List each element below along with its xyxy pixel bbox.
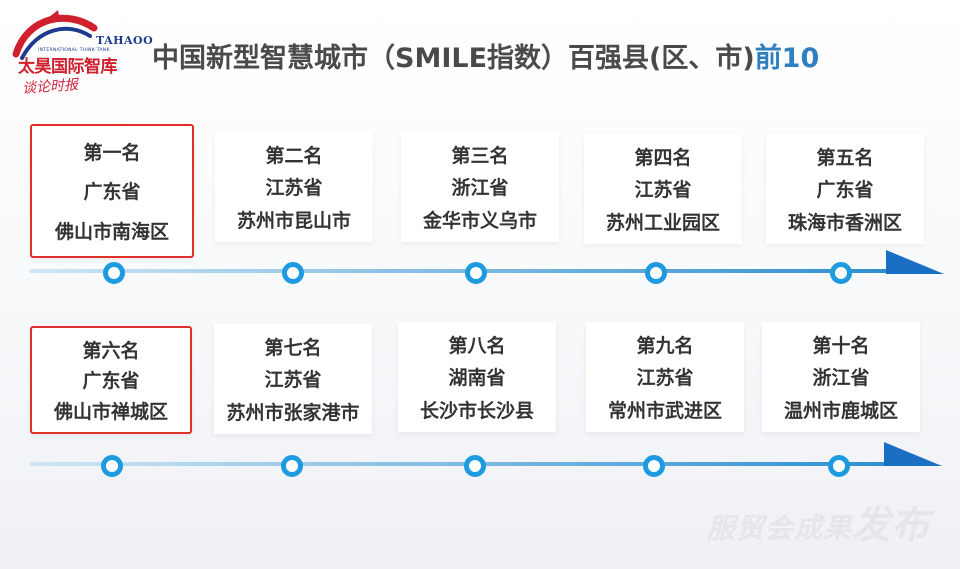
timeline-node [282,262,304,284]
watermark-big: 发布 [851,503,930,547]
rank-province: 湖南省 [448,367,506,390]
rank-card-8: 第八名 湖南省 长沙市长沙县 [398,322,556,432]
rank-card-9: 第九名 江苏省 常州市武进区 [586,322,744,432]
rank-label: 第一名 [83,142,141,165]
rank-province: 广东省 [83,181,141,204]
rank-card-2: 第二名 江苏省 苏州市昆山市 [215,132,373,242]
rank-city: 常州市武进区 [607,400,722,423]
logo-chinese-name: 太昊国际智库 [18,57,118,77]
rank-card-7: 第七名 江苏省 苏州市张家港市 [214,324,372,434]
rank-city: 苏州市张家港市 [226,402,360,425]
rank-province: 江苏省 [265,177,323,200]
rank-card-6: 第六名 广东省 佛山市禅城区 [30,326,192,434]
logo-english-name: TAHAOO [96,34,154,47]
rank-card-1: 第一名 广东省 佛山市南海区 [30,124,194,258]
rank-card-4: 第四名 江苏省 苏州工业园区 [584,134,742,244]
timeline-node [828,455,850,477]
rank-province: 江苏省 [264,369,322,392]
timeline-node [830,262,852,284]
page-title-main: 中国新型智慧城市（SMILE指数）百强县(区、市) [152,43,755,74]
rank-label: 第六名 [82,339,140,362]
logo: TAHAOO INTERNATIONAL THINK TANK 太昊国际智库 谈… [8,8,153,98]
timeline-line-1 [30,269,892,273]
rank-city: 佛山市禅城区 [53,401,168,424]
rank-city: 苏州工业园区 [605,212,720,235]
rank-province: 浙江省 [451,177,509,200]
timeline-node [645,262,667,284]
timeline-node [465,262,487,284]
logo-swirl-icon [12,10,98,60]
rank-card-5: 第五名 广东省 珠海市香洲区 [766,134,924,244]
timeline-node [643,455,665,477]
page-title: 中国新型智慧城市（SMILE指数）百强县(区、市)前10 [152,36,819,75]
rank-label: 第四名 [634,146,692,169]
rank-city: 温州市鹿城区 [783,400,898,423]
watermark: 服贸会成果发布 [707,494,930,549]
rank-province: 广东省 [816,179,874,202]
timeline-arrow-icon-2 [884,442,942,466]
rank-province: 江苏省 [634,179,692,202]
rank-city: 佛山市南海区 [54,220,169,243]
rank-city: 长沙市长沙县 [419,400,534,423]
timeline-node [103,262,125,284]
page-title-accent: 前10 [754,43,820,74]
rank-card-10: 第十名 浙江省 温州市鹿城区 [762,322,920,432]
timeline-node [281,455,303,477]
rank-city: 金华市义乌市 [422,210,537,233]
timeline-line-2 [30,462,892,466]
rank-label: 第十名 [812,334,870,357]
rank-label: 第八名 [448,334,506,357]
rank-label: 第二名 [265,144,323,167]
rank-city: 珠海市香洲区 [787,212,902,235]
rank-label: 第三名 [451,144,509,167]
rank-province: 广东省 [82,370,140,393]
rank-label: 第五名 [816,146,874,169]
rank-province: 浙江省 [812,367,870,390]
logo-script-text: 谈论时报 [21,77,79,97]
logo-english-subtitle: INTERNATIONAL THINK TANK [38,48,110,53]
watermark-text: 服贸会成果 [706,512,852,545]
timeline-node [101,455,123,477]
rank-province: 江苏省 [636,367,694,390]
timeline-arrow-icon-1 [886,250,944,274]
rank-card-3: 第三名 浙江省 金华市义乌市 [401,132,559,242]
rank-label: 第九名 [636,334,694,357]
timeline-node [464,455,486,477]
rank-label: 第七名 [264,336,322,359]
rank-city: 苏州市昆山市 [236,210,351,233]
